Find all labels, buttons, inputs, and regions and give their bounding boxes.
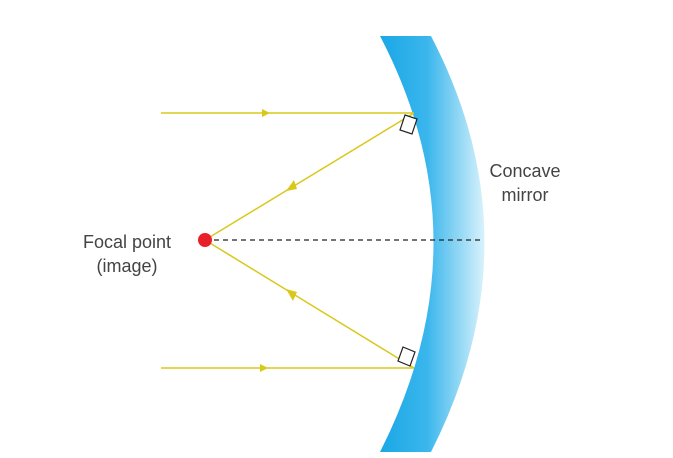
reflected-ray-top: [204, 112, 415, 241]
right-angle-mark-bottom: [397, 346, 416, 367]
focal-point-label-line2: (image): [96, 256, 158, 276]
focal-point-label: Focal point (image): [60, 230, 194, 278]
concave-mirror: [380, 36, 485, 452]
arrow-right-icon: [260, 364, 268, 372]
reflected-ray-bottom: [204, 239, 415, 369]
arrow-left-icon: [286, 289, 297, 301]
focal-point-label-line1: Focal point: [82, 232, 172, 252]
concave-mirror-label-line2: mirror: [501, 185, 549, 205]
arrow-right-icon: [262, 109, 270, 117]
arrow-left-icon: [286, 180, 297, 191]
right-angle-mark-top: [399, 114, 418, 135]
concave-mirror-label-line1: Concave: [489, 161, 561, 181]
concave-mirror-label: Concave mirror: [470, 159, 580, 207]
focal-point-dot: [198, 233, 212, 247]
